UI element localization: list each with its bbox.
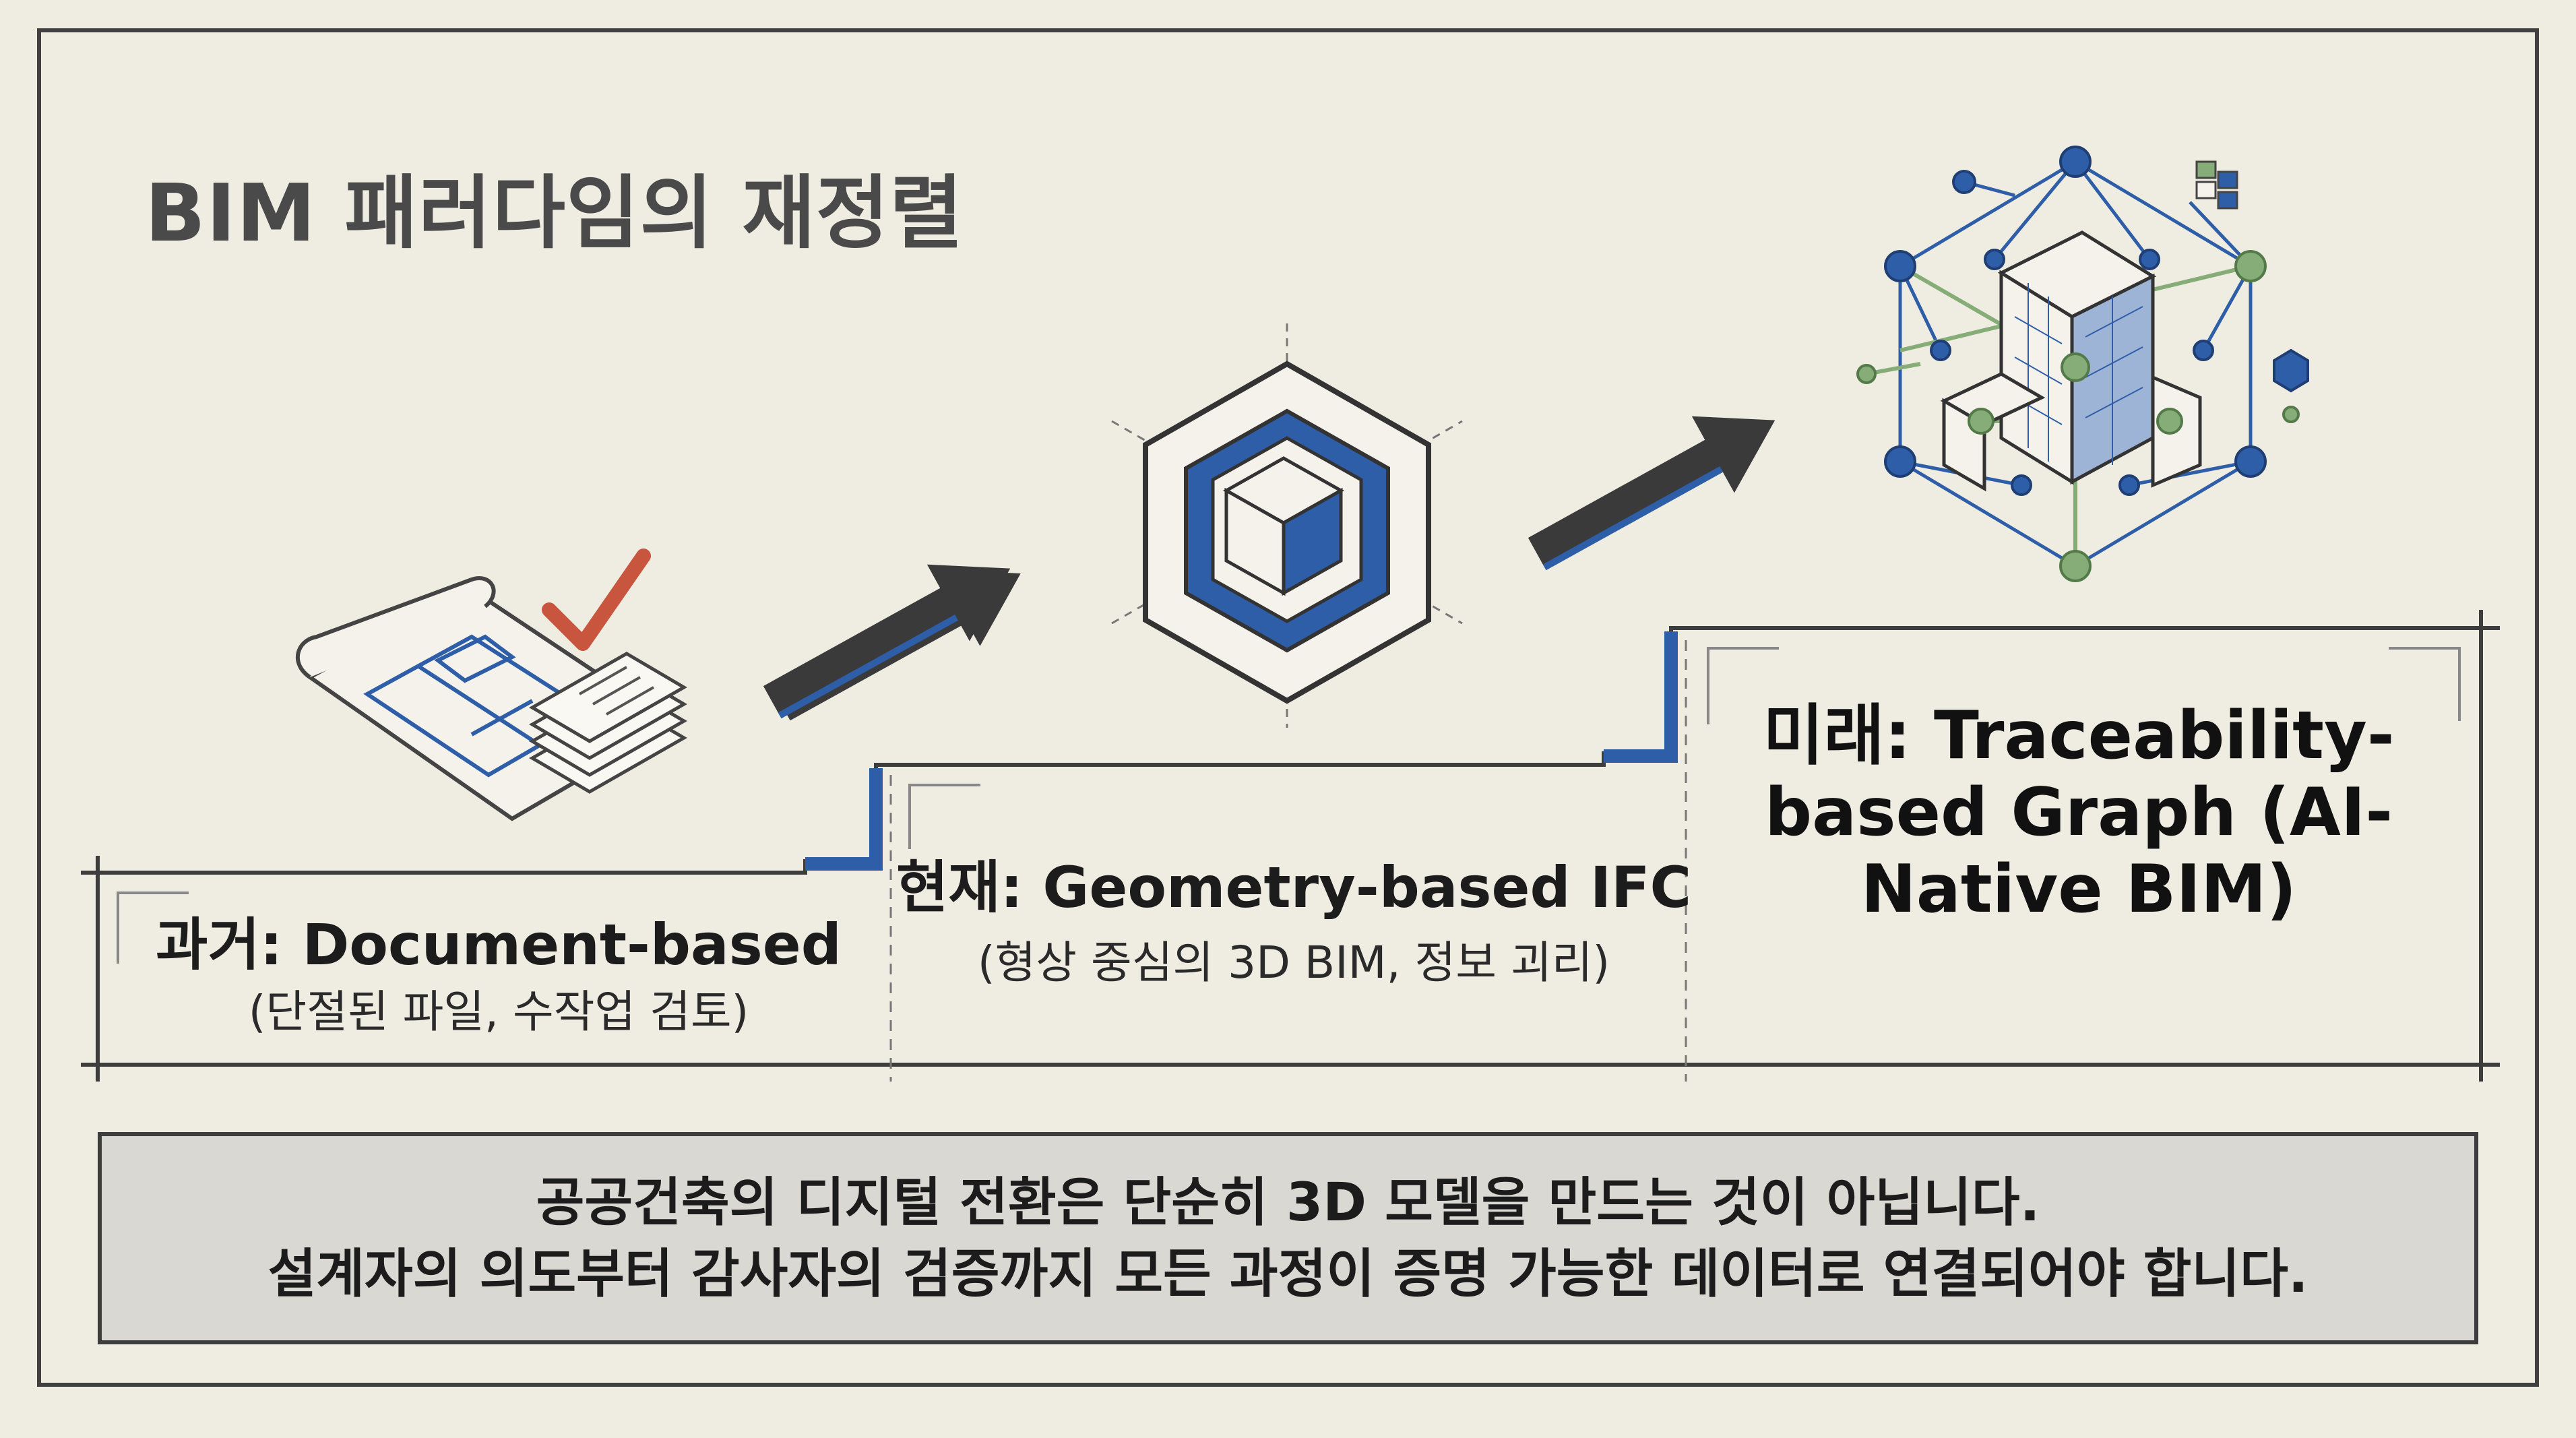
message-line-2: 설계자의 의도부터 감사자의 검증까지 모든 과정이 증명 가능한 데이터로 연… <box>268 1243 2308 1305</box>
message-box: 공공건축의 디지털 전환은 단순히 3D 모델을 만드는 것이 아닙니다. 설계… <box>98 1132 2478 1344</box>
step-accents <box>805 631 1678 871</box>
future-stage-title: 미래: Traceability-based Graph (AI-Native … <box>1763 697 2395 928</box>
present-stage-title: 현재: Geometry-based IFC <box>896 854 1692 920</box>
blueprint-with-documents-icon <box>296 576 687 821</box>
outer-frame <box>37 28 2539 1387</box>
page-title: BIM 패러다임의 재정렬 <box>145 166 964 259</box>
check-mark-icon <box>542 549 651 651</box>
past-stage-subtitle: (단절된 파일, 수작업 검토) <box>248 986 749 1038</box>
present-stage-subtitle: (형상 중심의 3D BIM, 정보 괴리) <box>977 937 1610 989</box>
message-line-1: 공공건축의 디지털 전환은 단순히 3D 모델을 만드는 것이 아닙니다. <box>536 1172 2040 1233</box>
knowledge-graph-building-icon <box>1856 146 2309 582</box>
arrow-up-right-icon <box>1528 416 1776 571</box>
mini-data-panel <box>2195 160 2238 210</box>
step-dividers <box>889 640 1687 1082</box>
arrow-up-right-icon <box>763 564 1021 721</box>
ifc-cube-icon <box>1111 323 1463 728</box>
corner-brackets <box>117 647 2461 964</box>
past-stage-title: 과거: Document-based <box>156 912 842 978</box>
